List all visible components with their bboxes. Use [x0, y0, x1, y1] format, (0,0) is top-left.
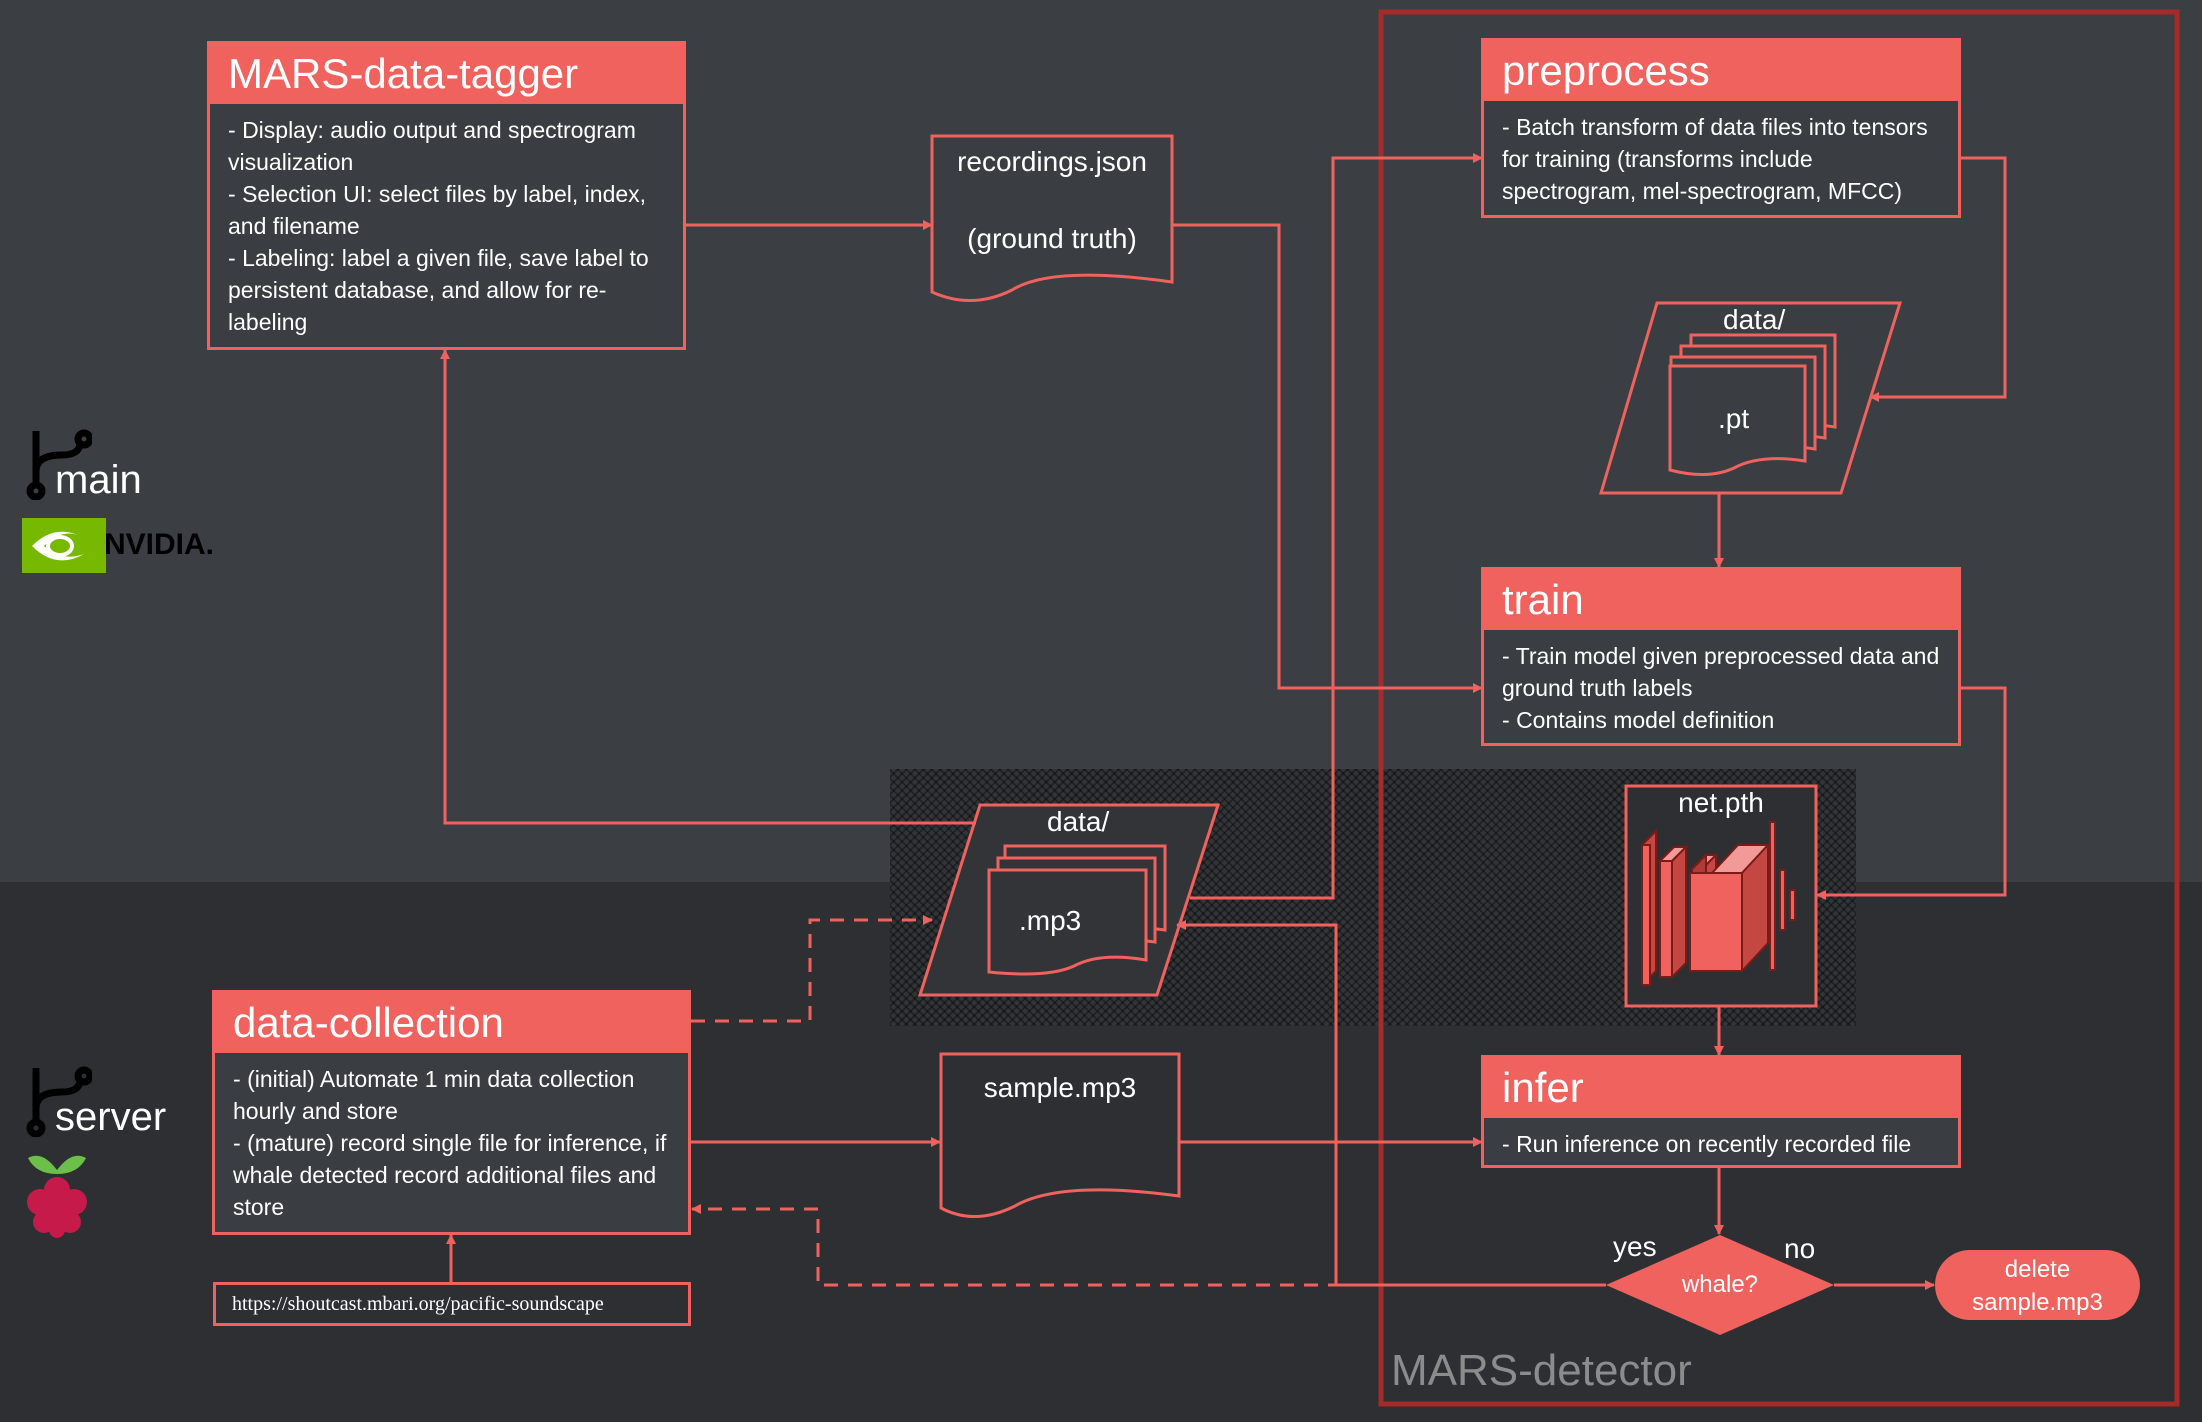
tagger-box: MARS-data-tagger Display: audio output a…: [207, 41, 686, 350]
mp3-file-doc: [987, 868, 1148, 976]
sample-mp3-doc: [939, 1052, 1181, 1218]
whale-decision: [1606, 1235, 1834, 1335]
git-branch-icon-main: [26, 429, 92, 500]
preprocess-item-transform: Batch transform of data files into tenso…: [1502, 111, 1940, 207]
train-item-model: Train model given preprocessed data and …: [1502, 640, 1940, 704]
infer-items: Run inference on recently recorded file: [1484, 1118, 1958, 1170]
dashed-collection-to-mp3: [691, 915, 933, 1023]
pt-file-doc: [1668, 364, 1807, 477]
recordings-json-label: recordings.json: [957, 146, 1147, 177]
delete-line2: sample.mp3: [1972, 1289, 2103, 1316]
collection-items: (initial) Automate 1 min data collection…: [215, 1053, 688, 1233]
data-mp3-folder-label: data/: [1047, 806, 1110, 837]
preprocess-box: preprocess Batch transform of data files…: [1481, 38, 1961, 218]
arrow-preprocess-to-pt: [1869, 156, 2007, 402]
data-pt-folder-label: data/: [1723, 304, 1786, 335]
arrow-recordings-to-train: [1172, 223, 1483, 693]
collection-item-initial: (initial) Automate 1 min data collection…: [233, 1063, 670, 1127]
train-title: train: [1484, 570, 1958, 630]
net-pth-label: net.pth: [1678, 787, 1764, 818]
arrow-train-to-netpth: [1816, 686, 2007, 900]
neural-network-icon: [1641, 821, 1796, 988]
arrow-mp3-to-preprocess: [1190, 153, 1483, 900]
tagger-item-selection: Selection UI: select files by label, ind…: [228, 178, 665, 242]
data-mp3-ext-label: .mp3: [1019, 905, 1082, 936]
infer-item-run: Run inference on recently recorded file: [1502, 1128, 1940, 1160]
delete-line1: delete: [2004, 1256, 2071, 1283]
recordings-ground-truth-label: (ground truth): [967, 223, 1137, 254]
infer-title: infer: [1484, 1058, 1958, 1118]
preprocess-items: Batch transform of data files into tenso…: [1484, 101, 1958, 217]
raspberry-pi-icon: [27, 1155, 87, 1238]
delete-sample-step: [1935, 1250, 2140, 1320]
preprocess-title: preprocess: [1484, 41, 1958, 101]
stream-url: https://shoutcast.mbari.org/pacific-soun…: [213, 1282, 691, 1326]
arrow-yes-to-mp3: [1176, 920, 1606, 1287]
recordings-json-doc: [930, 134, 1174, 302]
arrow-mp3-to-tagger: [440, 349, 976, 825]
infer-box: infer Run inference on recently recorded…: [1481, 1055, 1961, 1168]
mars-detector-boundary: [1378, 9, 2180, 1407]
train-box: train Train model given preprocessed dat…: [1481, 567, 1961, 746]
tagger-title: MARS-data-tagger: [210, 44, 683, 104]
decision-no-label: no: [1784, 1233, 1816, 1264]
dashed-decision-to-collection: [691, 1204, 1606, 1287]
whale-decision-label: whale?: [1681, 1271, 1759, 1298]
branch-server-label: server: [55, 1095, 167, 1139]
nvidia-logo-icon: [22, 518, 106, 573]
data-pt-ext-label: .pt: [1718, 403, 1750, 434]
train-item-definition: Contains model definition: [1502, 704, 1940, 736]
collection-box: data-collection (initial) Automate 1 min…: [212, 990, 691, 1235]
train-items: Train model given preprocessed data and …: [1484, 630, 1958, 746]
collection-title: data-collection: [215, 993, 688, 1053]
branch-main-label: main: [55, 458, 142, 502]
tagger-item-labeling: Labeling: label a given file, save label…: [228, 242, 665, 338]
decision-yes-label: yes: [1613, 1231, 1657, 1262]
nvidia-wordmark: NVIDIA.: [104, 528, 215, 561]
mars-detector-label: MARS-detector: [1391, 1346, 1692, 1395]
git-branch-icon-server: [26, 1066, 92, 1137]
sample-mp3-label: sample.mp3: [983, 1072, 1137, 1103]
tagger-items: Display: audio output and spectrogram vi…: [210, 104, 683, 348]
tagger-item-display: Display: audio output and spectrogram vi…: [228, 114, 665, 178]
collection-item-mature: (mature) record single file for inferenc…: [233, 1127, 670, 1223]
